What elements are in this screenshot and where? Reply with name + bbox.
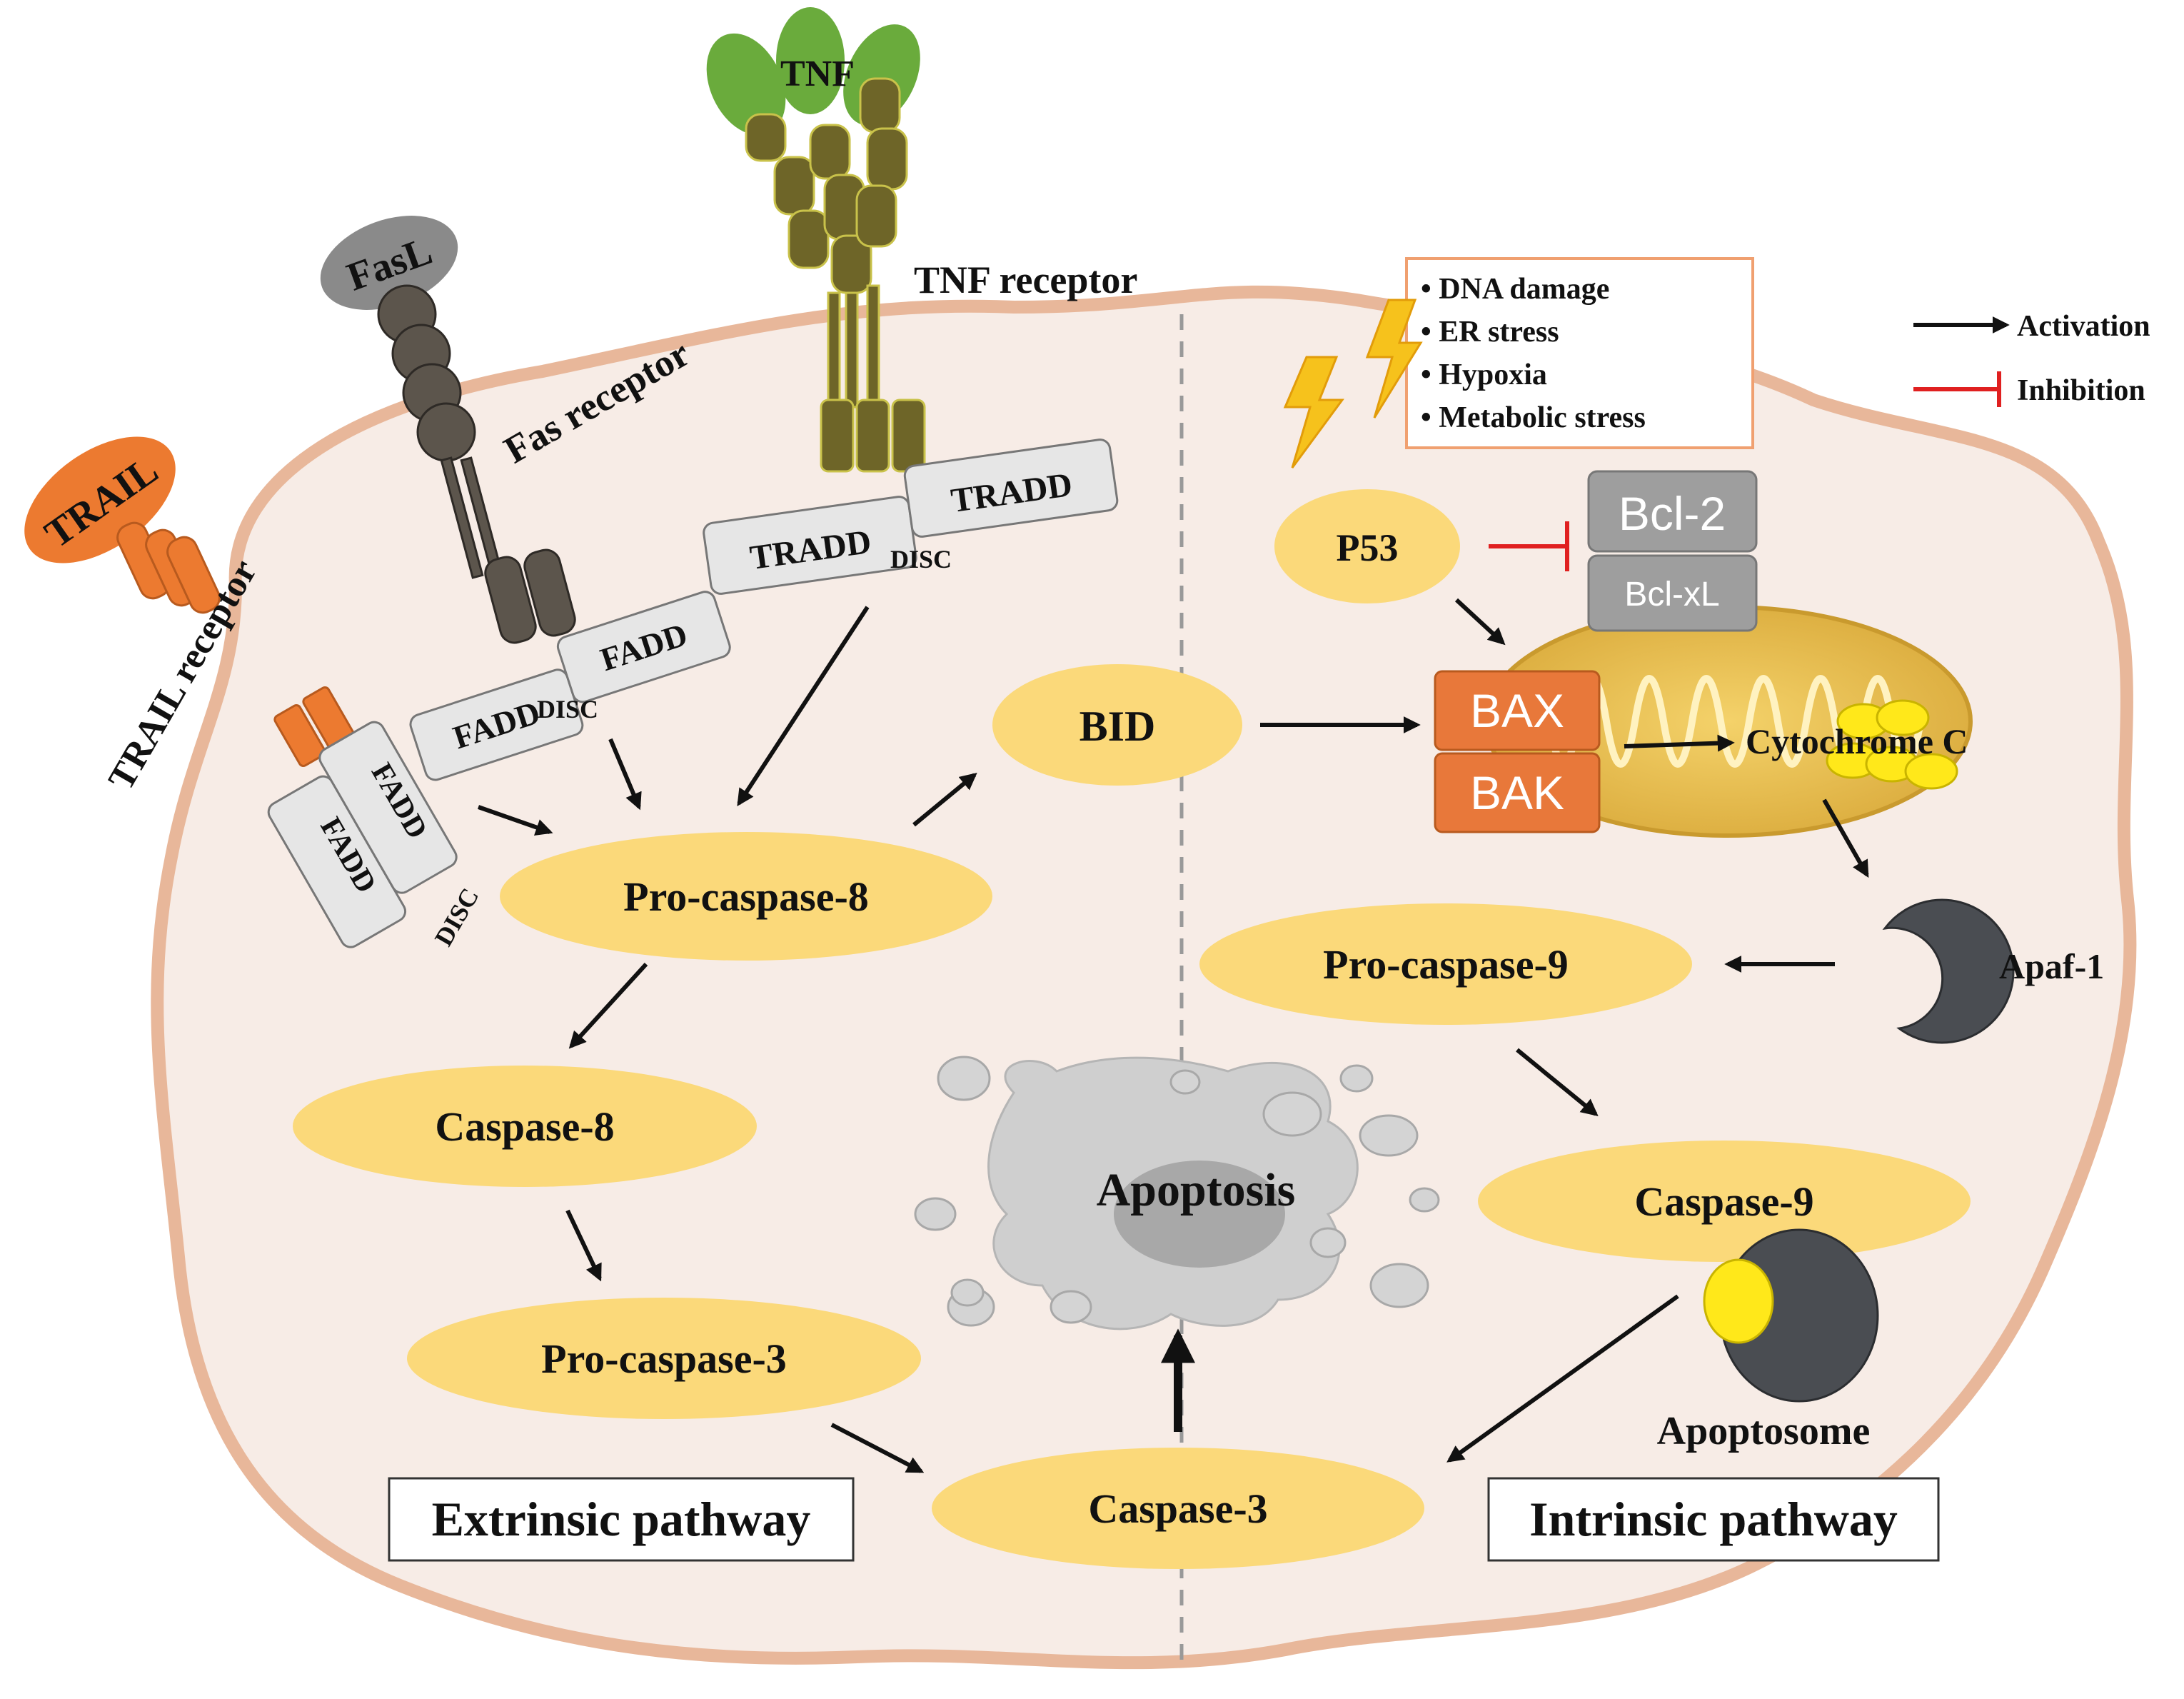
pro-caspase-8-node: [500, 832, 992, 961]
bax-box: [1434, 670, 1601, 751]
tnf-receptor-graphic: TNF TNF receptor: [706, 7, 1137, 473]
extrinsic-pathway-box: [388, 1477, 855, 1562]
arrow-fas-disc-to-pro-caspase-8: [608, 738, 642, 811]
intrinsic-pathway-box: [1487, 1477, 1940, 1562]
arrow-pro-caspase-8-to-bid: [912, 772, 977, 827]
apoptosome-icon: [1703, 1228, 1879, 1403]
pro-caspase-9-label: Pro-caspase-9: [1323, 941, 1569, 988]
arrow-apoptosome-to-caspase-3: [1446, 1294, 1679, 1463]
apaf1-icon: [1882, 898, 2015, 1044]
arrow-trail-disc-to-pro-caspase-8: [478, 805, 553, 836]
p53-node: [1274, 489, 1460, 603]
tradd-complex: TRADD TRADD: [703, 438, 1119, 595]
cytochrome-c-label: Cytochrome C: [1746, 721, 1968, 761]
trail-fadd-complex: FADD FADD: [267, 721, 458, 948]
tnf-disc-label: DISC: [890, 545, 952, 573]
bid-node: [992, 664, 1242, 786]
tradd-box-right: [903, 438, 1119, 538]
arrow-cytochrome-c-to-apaf1: [1822, 798, 1869, 878]
trail-fadd-box-right: [318, 721, 458, 894]
apoptotic-cell-icon: [914, 1056, 1440, 1330]
fas-fadd-complex: FADD FADD: [409, 591, 731, 781]
bclxl-label: Bcl-xL: [1624, 576, 1719, 613]
apoptosome-label: Apoptosome: [1657, 1409, 1871, 1453]
fasl-ligand: [320, 216, 458, 310]
stress-item-4: • Metabolic stress: [1421, 401, 1646, 434]
arrow-pro-caspase-3-to-caspase-3: [830, 1423, 925, 1473]
bak-label: BAK: [1470, 766, 1564, 819]
pro-caspase-3-node: [407, 1298, 921, 1419]
extrinsic-pathway-label: Extrinsic pathway: [432, 1492, 811, 1546]
fas-fadd-box-right: [556, 591, 731, 703]
arrow-pro-caspase-9-to-caspase-9: [1516, 1048, 1599, 1117]
lightning-icon: [1283, 299, 1423, 468]
activation-arrows: [478, 598, 1869, 1473]
stress-box: • DNA damage • ER stress • Hypoxia • Met…: [1405, 257, 1754, 449]
p53-label: P53: [1337, 526, 1399, 569]
arrow-caspase-8-to-pro-caspase-3: [565, 1209, 602, 1282]
arrow-bax-to-cytochrome-c: [1624, 734, 1735, 752]
legend: Activation Inhibition: [1913, 310, 2150, 407]
arrow-pro-caspase-8-to-caspase-8: [568, 962, 648, 1049]
bclxl-box: [1587, 554, 1758, 632]
tnf-ligand-mid: [776, 7, 845, 114]
tnf-ligand-left: [706, 33, 786, 136]
caspase-8-label: Caspase-8: [435, 1103, 614, 1150]
apaf1-label: Apaf-1: [1999, 946, 2104, 986]
caspase-3-node: [932, 1448, 1424, 1569]
caspase-8-node: [293, 1066, 757, 1187]
caspase-9-label: Caspase-9: [1634, 1178, 1813, 1225]
stress-item-1: • DNA damage: [1421, 273, 1609, 306]
caspase-9-node: [1478, 1141, 1971, 1262]
pro-caspase-8-label: Pro-caspase-8: [623, 873, 869, 920]
fas-disc-label: DISC: [537, 695, 598, 723]
arrow-tnf-disc-to-pro-caspase-8: [737, 606, 870, 807]
pro-caspase-9-node: [1199, 903, 1692, 1025]
legend-inhibition-label: Inhibition: [2017, 374, 2145, 407]
tnf-receptor-label: TNF receptor: [914, 259, 1137, 301]
arrow-p53-to-mitochondrion: [1454, 598, 1506, 646]
tnf-label: TNF: [780, 54, 855, 94]
caspase-3-label: Caspase-3: [1088, 1485, 1267, 1532]
bax-label: BAX: [1470, 684, 1564, 737]
stress-item-3: • Hypoxia: [1421, 359, 1547, 391]
pro-caspase-3-label: Pro-caspase-3: [541, 1335, 787, 1382]
bak-box: [1434, 752, 1601, 833]
legend-activation-label: Activation: [2017, 310, 2150, 343]
bcl2-label: Bcl-2: [1619, 487, 1726, 540]
apoptosis-label: Apoptosis: [1097, 1164, 1296, 1216]
bid-label: BID: [1080, 703, 1156, 750]
cytochrome-c-icon: [1826, 699, 1958, 790]
stress-item-2: • ER stress: [1421, 316, 1559, 349]
intrinsic-pathway-label: Intrinsic pathway: [1529, 1492, 1898, 1546]
bcl2-box: [1587, 470, 1758, 553]
